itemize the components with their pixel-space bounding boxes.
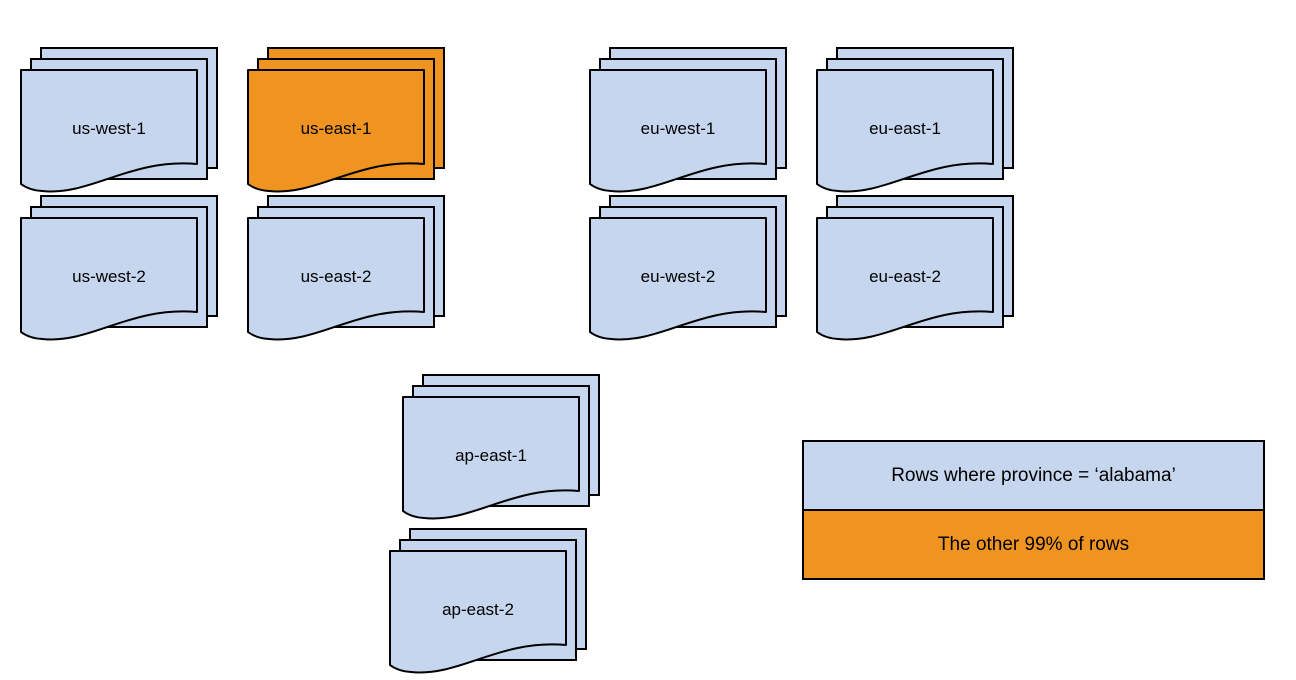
doc-sheet-front (589, 69, 767, 193)
region-stack-us-west-2[interactable]: us-west-2 (20, 195, 231, 346)
region-stack-shape-ap-east-1 (402, 374, 600, 520)
legend-box: Rows where province = ‘alabama’ The other… (802, 440, 1265, 580)
legend-item-highlighted-rows: Rows where province = ‘alabama’ (804, 442, 1263, 511)
doc-sheet-front (389, 550, 567, 674)
region-stack-eu-east-2[interactable]: eu-east-2 (816, 195, 1027, 346)
region-stack-shape-us-east-1 (247, 47, 445, 193)
region-stack-us-west-1[interactable]: us-west-1 (20, 47, 231, 198)
region-stack-shape-eu-east-2 (816, 195, 1014, 341)
region-stack-shape-us-west-2 (20, 195, 218, 341)
doc-sheet-front (247, 69, 425, 193)
region-stack-us-east-2[interactable]: us-east-2 (247, 195, 458, 346)
doc-sheet-front (816, 69, 994, 193)
doc-sheet-front (816, 217, 994, 341)
region-stack-shape-eu-west-1 (589, 47, 787, 193)
region-stack-us-east-1[interactable]: us-east-1 (247, 47, 458, 198)
doc-sheet-front (20, 217, 198, 341)
doc-sheet-front (20, 69, 198, 193)
doc-sheet-front (589, 217, 767, 341)
region-stack-ap-east-1[interactable]: ap-east-1 (402, 374, 613, 525)
region-stack-shape-us-west-1 (20, 47, 218, 193)
region-stack-eu-west-2[interactable]: eu-west-2 (589, 195, 800, 346)
region-stack-shape-us-east-2 (247, 195, 445, 341)
legend-item-label-highlighted-rows: Rows where province = ‘alabama’ (891, 464, 1176, 486)
doc-sheet-front (402, 396, 580, 520)
doc-sheet-front (247, 217, 425, 341)
region-stack-eu-west-1[interactable]: eu-west-1 (589, 47, 800, 198)
region-stack-shape-ap-east-2 (389, 528, 587, 674)
region-stack-ap-east-2[interactable]: ap-east-2 (389, 528, 600, 679)
legend-item-other-rows: The other 99% of rows (804, 511, 1263, 578)
region-stack-shape-eu-west-2 (589, 195, 787, 341)
region-stack-shape-eu-east-1 (816, 47, 1014, 193)
legend-item-label-other-rows: The other 99% of rows (937, 533, 1130, 555)
region-stack-eu-east-1[interactable]: eu-east-1 (816, 47, 1027, 198)
